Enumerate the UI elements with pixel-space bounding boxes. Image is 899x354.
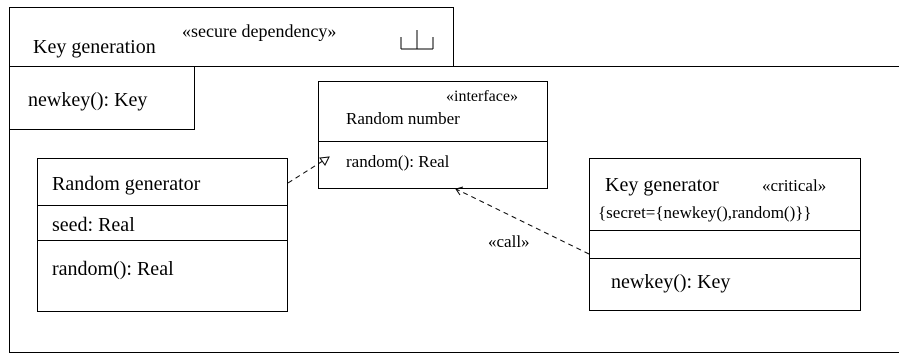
key-generator-tag: {secret={newkey(),random()}}: [598, 203, 812, 222]
key-generator-operation: newkey(): Key: [611, 271, 731, 293]
call-dependency-label: «call»: [488, 232, 530, 251]
call-dependency-line: [455, 188, 590, 255]
random-number-class: [318, 81, 548, 189]
package-name: Key generation: [33, 36, 156, 58]
random-generator-name: Random generator: [52, 173, 201, 195]
random-generator-operation: random(): Real: [52, 258, 174, 280]
random-generator-class: [37, 158, 288, 312]
package-stereotype: «secure dependency»: [182, 21, 337, 41]
key-generator-stereotype: «critical»: [762, 176, 827, 195]
realization-arrowhead: [319, 156, 330, 166]
key-generator-divider-1: [589, 230, 861, 231]
newkey-operation: newkey(): Key: [28, 89, 148, 111]
random-generator-divider-2: [37, 240, 288, 241]
key-generator-divider-2: [589, 258, 861, 259]
newkey-interface-box: [9, 66, 195, 130]
random-number-name: Random number: [346, 109, 460, 128]
random-generator-divider-1: [37, 205, 288, 206]
random-generator-attribute: seed: Real: [52, 214, 135, 236]
random-number-operation: random(): Real: [346, 152, 450, 171]
call-dependency-arrowhead: [455, 186, 464, 196]
package-tab: [9, 7, 454, 67]
key-generator-class: [589, 158, 861, 311]
random-number-stereotype: «interface»: [446, 88, 518, 105]
key-generator-name: Key generator: [605, 174, 719, 196]
random-number-divider: [318, 141, 548, 142]
